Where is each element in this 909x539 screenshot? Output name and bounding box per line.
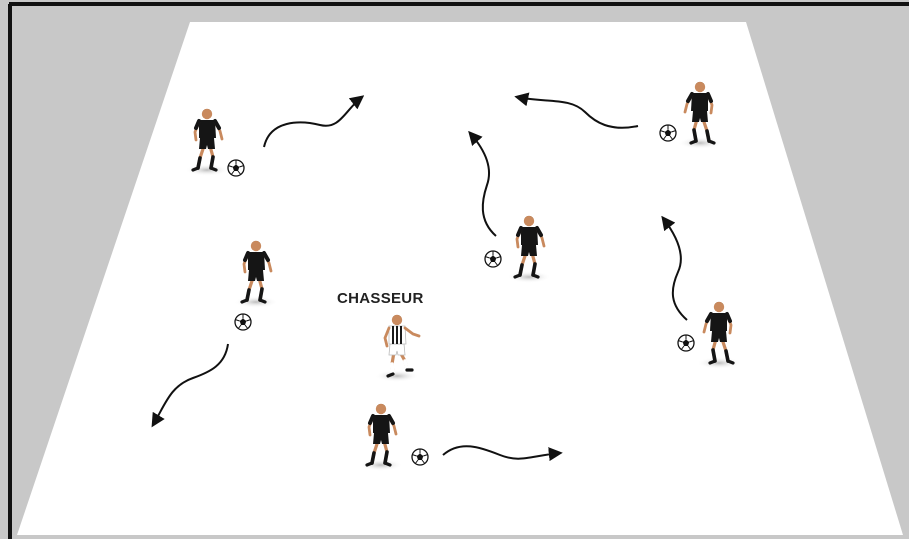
ball-mid-left xyxy=(235,314,251,330)
chaser-label: CHASSEUR xyxy=(337,290,424,307)
ball-mid-right xyxy=(678,335,694,351)
ball-bottom xyxy=(412,449,428,465)
ball-top-left xyxy=(228,160,244,176)
ball-center xyxy=(485,251,501,267)
ball-top-right xyxy=(660,125,676,141)
